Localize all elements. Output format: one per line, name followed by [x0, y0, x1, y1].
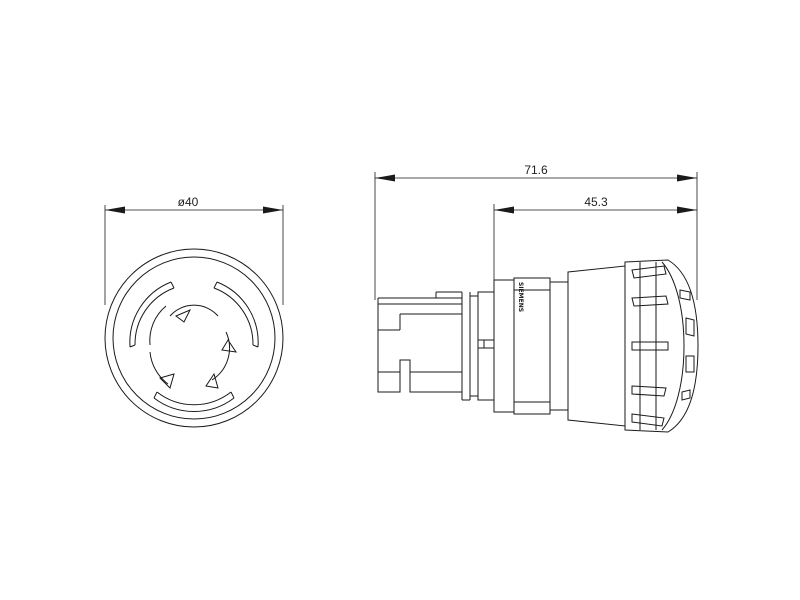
- overall-length-dimension: 71.6: [374, 163, 698, 300]
- head-length-dimension: 45.3: [493, 195, 697, 290]
- inner-rim-circle: [112, 256, 276, 420]
- grip-ribs: [631, 262, 669, 430]
- latch-body: [377, 291, 471, 401]
- overall-length-label: 71.6: [524, 163, 548, 177]
- rotation-arrow-head-top: [175, 309, 192, 323]
- rotation-arrow-head-bottom: [205, 372, 219, 389]
- brand-mark: SIEMENS: [517, 282, 524, 312]
- dimension-arrow-left: [375, 174, 395, 182]
- rotation-arrow-head-left: [159, 373, 175, 389]
- dimension-arrow-right: [263, 206, 283, 214]
- twist-release-arcs: [129, 281, 259, 412]
- dimension-arrow-left: [494, 206, 514, 214]
- dimension-arrow-right: [677, 174, 697, 182]
- dimension-arrow-left: [105, 206, 125, 214]
- mushroom-head: [550, 259, 699, 433]
- mounting-collar: [469, 291, 495, 401]
- side-view: 71.6 45.3: [374, 163, 699, 433]
- diameter-label: ø40: [178, 195, 199, 209]
- front-view: ø40: [104, 195, 284, 428]
- outer-rim-circle: [104, 248, 284, 428]
- rotation-arrow-head-right: [221, 339, 238, 353]
- dimension-arrow-right: [677, 206, 697, 214]
- diameter-dimension: ø40: [104, 195, 284, 305]
- switch-housing: SIEMENS: [493, 277, 551, 415]
- head-length-label: 45.3: [584, 195, 608, 209]
